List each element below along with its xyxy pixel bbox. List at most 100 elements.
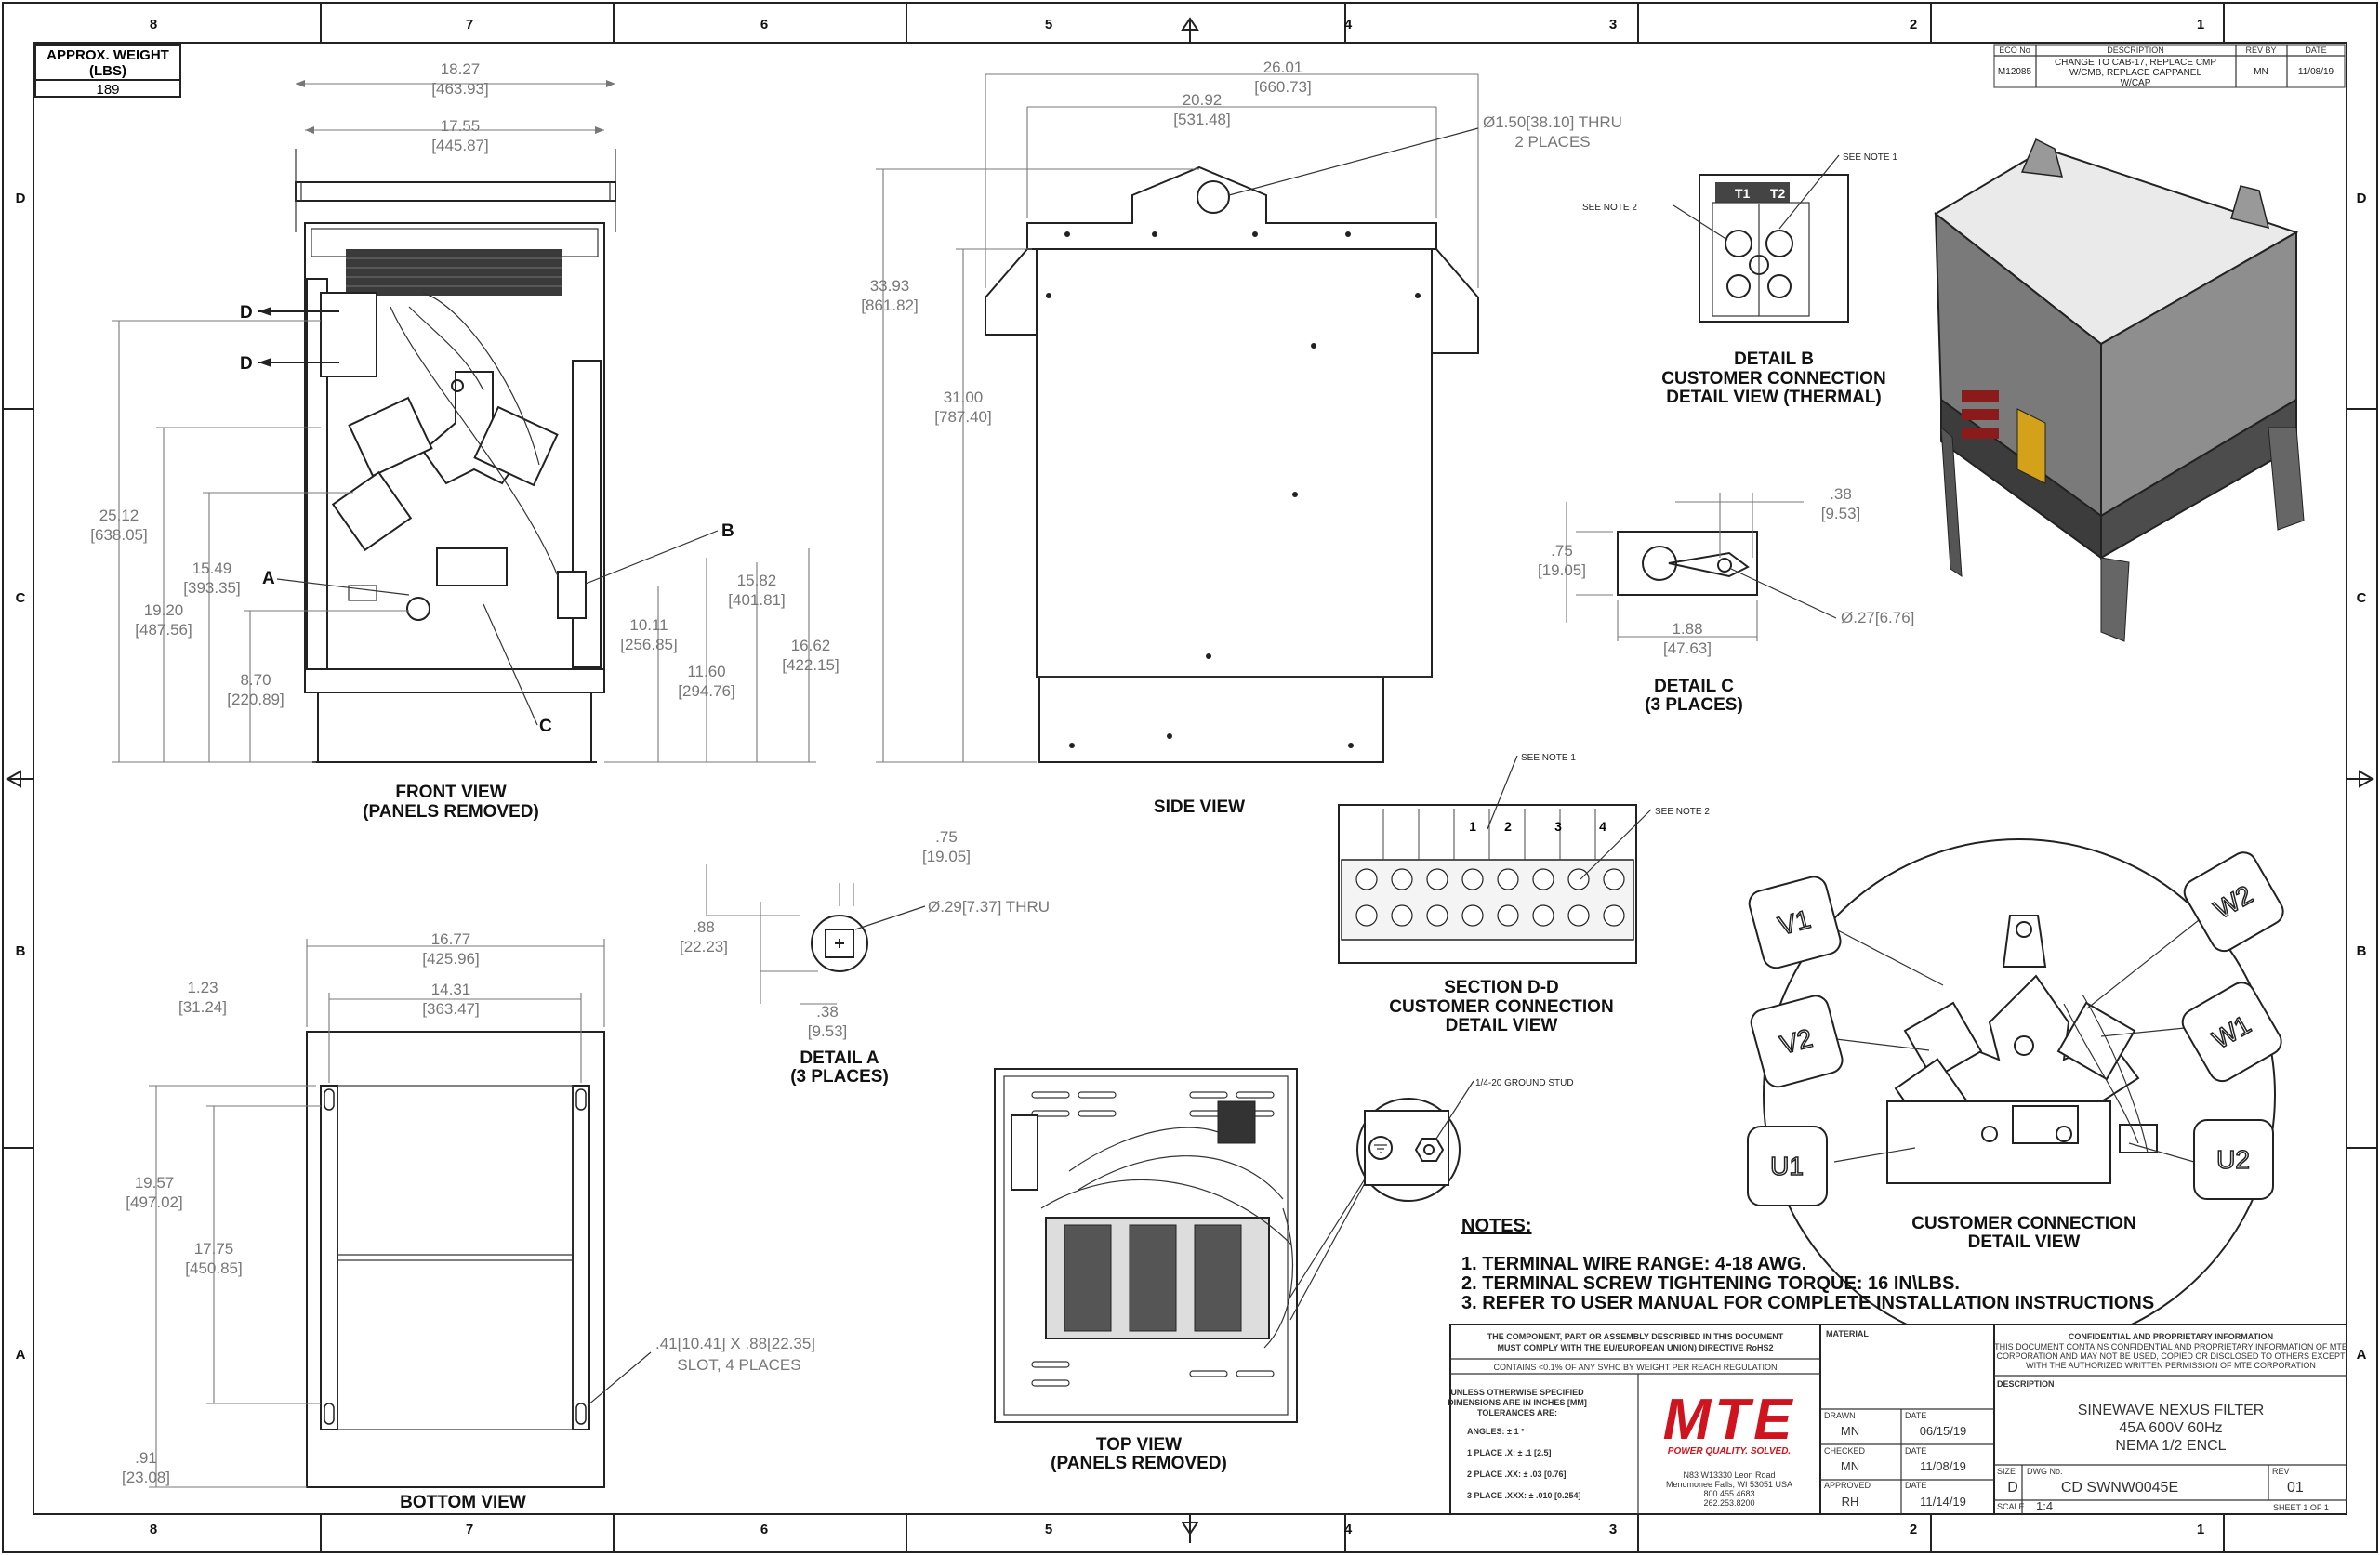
customer-connection-subtitle: DETAIL VIEW: [1968, 1232, 2081, 1252]
zone-col-5-bottom: 5: [1045, 1522, 1052, 1537]
detail-c-dim-75-mm: [19.05]: [1538, 561, 1586, 579]
dim-15-82: 15.82: [737, 572, 777, 589]
tb-angles: ANGLES: ± 1 °: [1467, 1427, 1525, 1436]
side-view: 26.01 [660.73] 20.92 [531.48] 33.93 [861…: [861, 59, 1622, 817]
rev-eco-number: M12085: [1998, 67, 2032, 77]
tb-tolerance-1: UNLESS OTHERWISE SPECIFIED: [1450, 1388, 1584, 1397]
zone-row-b-left: B: [16, 943, 26, 959]
detail-a-title: DETAIL A: [800, 1048, 879, 1068]
section-terminal-3: 3: [1554, 819, 1562, 834]
rev-description-line3: W/CAP: [2121, 78, 2151, 88]
tb-description-label: DESCRIPTION: [1997, 1379, 2055, 1389]
section-terminal-1: 1: [1469, 819, 1476, 834]
zone-row-d-left: D: [16, 191, 26, 206]
rev-header-description: DESCRIPTION: [2107, 46, 2164, 55]
detail-b: T1 T2 SEE NOTE 1 SEE NOTE 2 DETAIL B CUS…: [1582, 152, 1897, 407]
tb-compliance-2: MUST COMPLY WITH THE EU/EUROPEAN UNION) …: [1497, 1343, 1773, 1352]
side-view-title: SIDE VIEW: [1154, 797, 1245, 817]
dim-19-57: 19.57: [135, 1174, 175, 1192]
phase-badge-w2: W2: [2183, 851, 2284, 953]
dim-25-12: 25.12: [99, 507, 139, 524]
dim-10-11: 10.11: [629, 616, 668, 634]
dim-11-60-mm: [294.76]: [678, 682, 734, 700]
dim-0-91: .91: [135, 1449, 157, 1467]
detail-c-dim-188-mm: [47.63]: [1663, 639, 1712, 657]
weight-header-line2: (LBS): [89, 63, 126, 79]
zone-col-5-top: 5: [1045, 17, 1052, 33]
zone-col-2-top: 2: [1910, 17, 1917, 33]
front-view: D D A B C 18.27 [463.93] 17.55 [445.87] …: [90, 60, 839, 822]
rev-by: MN: [2254, 67, 2268, 77]
zone-row-c-right: C: [2357, 590, 2367, 606]
dim-20-92: 20.92: [1183, 91, 1223, 109]
zone-row-a-right: A: [2357, 1347, 2367, 1363]
dim-10-11-mm: [256.85]: [620, 636, 677, 653]
mte-phone-1: 800.455.4683: [1703, 1489, 1754, 1498]
rev-description-line1: CHANGE TO CAB-17, REPLACE CMP: [2055, 58, 2216, 68]
dim-0-91-mm: [23.08]: [122, 1469, 170, 1486]
zone-col-6-top: 6: [760, 17, 768, 33]
zone-col-4-top: 4: [1344, 17, 1353, 33]
detail-a-hole: Ø.29[7.37] THRU: [928, 898, 1050, 916]
phase-badge-v2: V2: [1750, 995, 1844, 1088]
detail-b-see-note-1: SEE NOTE 1: [1843, 152, 1897, 163]
section-dd: 1 2 3 4 SEE NOTE 1 SEE NOTE 2 SECTION D-…: [1338, 753, 1710, 1035]
dim-8-70-mm: [220.89]: [227, 691, 284, 708]
callout-d-lower: D: [240, 354, 253, 374]
callout-b: B: [721, 521, 734, 541]
detail-c-title: DETAIL C: [1654, 677, 1734, 696]
detail-a-dim-38-mm: [9.53]: [808, 1022, 848, 1040]
detail-c-subtitle: (3 PLACES): [1645, 695, 1743, 715]
detail-c-dim-38-mm: [9.53]: [1821, 505, 1861, 522]
dim-18-27: 18.27: [441, 60, 481, 78]
tb-tolerance-3: TOLERANCES ARE:: [1477, 1408, 1557, 1417]
notes: NOTES: 1. TERMINAL WIRE RANGE: 4-18 AWG.…: [1461, 1216, 2154, 1313]
dim-16-77: 16.77: [431, 930, 471, 948]
ground-stud-label: 1/4-20 GROUND STUD: [1475, 1078, 1574, 1088]
isometric-view: [1934, 138, 2305, 642]
detail-c-dim-38: .38: [1830, 485, 1852, 503]
zone-labels: 8 7 6 5 4 3 2 1 8 7 6 5 4 3 2 1 D C B A …: [16, 17, 2367, 1537]
tb-size-label: SIZE: [1997, 1467, 2016, 1476]
tb-dwg-label: DWG No.: [2027, 1467, 2063, 1476]
detail-a-dim-75-mm: [19.05]: [922, 848, 971, 865]
tb-confidential-2: CORPORATION AND MAY NOT BE USED, COPIED …: [1996, 1351, 2346, 1361]
phase-badge-u1: U1: [1747, 1126, 1828, 1206]
slot-callout: .41[10.41] X .88[22.35]: [655, 1335, 815, 1352]
detail-b-subtitle-2: DETAIL VIEW (THERMAL): [1666, 388, 1882, 407]
tb-drawn-date-label: DATE: [1905, 1411, 1926, 1420]
dim-17-55: 17.55: [441, 117, 481, 135]
rev-date: 11/08/19: [2298, 67, 2334, 77]
dim-15-82-mm: [401.81]: [728, 591, 785, 609]
section-dd-subtitle-2: DETAIL VIEW: [1446, 1016, 1558, 1035]
front-view-subtitle: (PANELS REMOVED): [363, 802, 539, 822]
dim-15-49: 15.49: [192, 560, 232, 577]
notes-heading: NOTES:: [1461, 1216, 1532, 1236]
dim-33-93-mm: [861.82]: [861, 297, 918, 314]
dim-8-70: 8.70: [240, 671, 271, 689]
dim-18-27-mm: [463.93]: [431, 80, 488, 98]
zone-row-b-right: B: [2357, 943, 2367, 959]
tb-svhc: CONTAINS <0.1% OF ANY SVHC BY WEIGHT PER…: [1494, 1363, 1778, 1372]
svg-text:U2: U2: [2216, 1145, 2250, 1174]
tb-approved-date-label: DATE: [1905, 1481, 1926, 1490]
dim-19-20: 19.20: [144, 601, 184, 619]
tb-description-3: NEMA 1/2 ENCL: [2115, 1438, 2226, 1454]
phase-badge-w1: W1: [2181, 982, 2282, 1083]
tb-checked-date-label: DATE: [1905, 1446, 1926, 1456]
hole-150-callout: Ø1.50[38.10] THRU: [1483, 113, 1622, 131]
tb-confidential-title: CONFIDENTIAL AND PROPRIETARY INFORMATION: [2069, 1332, 2273, 1341]
tb-approved-date: 11/14/19: [1920, 1495, 1966, 1509]
zone-col-6-bottom: 6: [760, 1522, 768, 1537]
note-2: 2. TERMINAL SCREW TIGHTENING TORQUE: 16 …: [1461, 1273, 1960, 1294]
phase-badge-u2: U2: [2193, 1119, 2274, 1200]
rev-header-rev-by: REV BY: [2245, 46, 2276, 55]
tb-description-2: 45A 600V 60Hz: [2119, 1420, 2222, 1436]
dim-19-57-mm: [497.02]: [126, 1193, 182, 1211]
tb-size: D: [2007, 1480, 2018, 1496]
tb-material-label: MATERIAL: [1826, 1329, 1869, 1338]
hole-150-places: 2 PLACES: [1514, 133, 1590, 151]
customer-connection-view: V1 W2 V2 W1 U1 U2 CUSTOMER CONNECTION DE…: [1747, 838, 2284, 1351]
dim-1-23-mm: [31.24]: [178, 998, 227, 1016]
